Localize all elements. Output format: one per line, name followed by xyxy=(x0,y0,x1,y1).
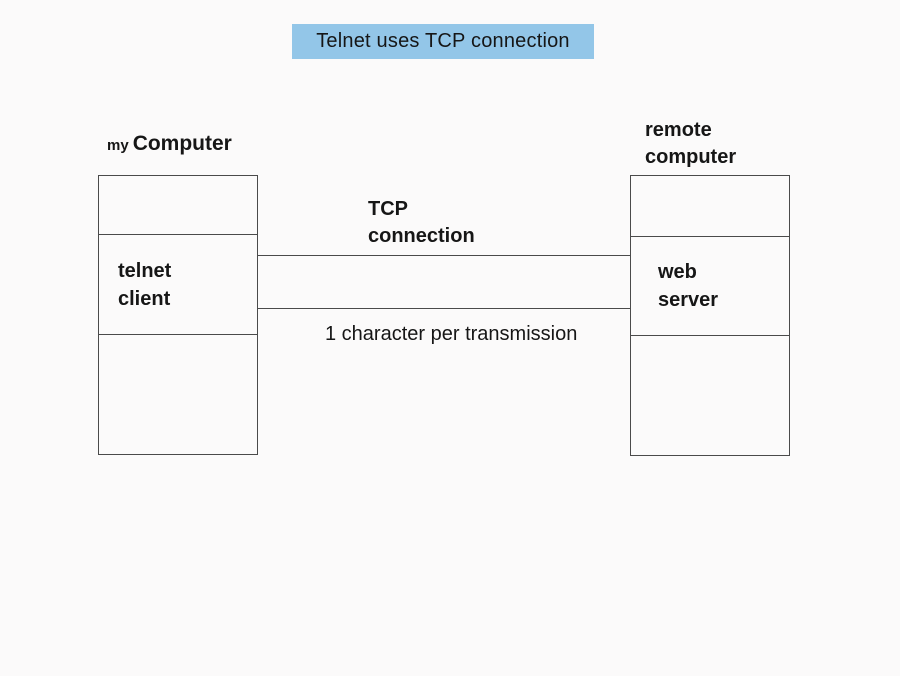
telnet-client-cell: telnet client xyxy=(99,235,257,335)
my-computer-label: my Computer xyxy=(107,132,232,156)
title-banner: Telnet uses TCP connection xyxy=(292,24,594,59)
tcp-connection-label-line1: TCP xyxy=(368,198,408,220)
remote-computer-label: remote computer xyxy=(645,117,736,171)
tcp-connection-label: TCP connection xyxy=(368,196,475,250)
tcp-connection-line-upper xyxy=(258,255,631,256)
web-server-line2: server xyxy=(658,289,719,311)
web-server-cell: web server xyxy=(631,237,789,336)
my-computer-label-prefix: my xyxy=(107,137,129,154)
my-computer-box: telnet client xyxy=(98,175,258,455)
my-computer-label-main: Computer xyxy=(132,132,232,155)
remote-computer-label-line1: remote xyxy=(645,119,712,141)
remote-computer-bottom-cell xyxy=(631,336,789,455)
remote-computer-top-cell xyxy=(631,176,789,237)
web-server-line1: web xyxy=(658,261,697,283)
telnet-client-line1: telnet xyxy=(118,259,172,282)
my-computer-top-cell xyxy=(99,176,257,235)
tcp-connection-label-line2: connection xyxy=(368,225,475,247)
my-computer-bottom-cell xyxy=(99,335,257,454)
transmission-note: 1 character per transmission xyxy=(325,323,578,345)
remote-computer-label-line2: computer xyxy=(645,146,737,168)
tcp-connection-line-lower xyxy=(258,308,631,309)
remote-computer-box: web server xyxy=(630,175,790,456)
telnet-client-line2: client xyxy=(118,287,171,310)
